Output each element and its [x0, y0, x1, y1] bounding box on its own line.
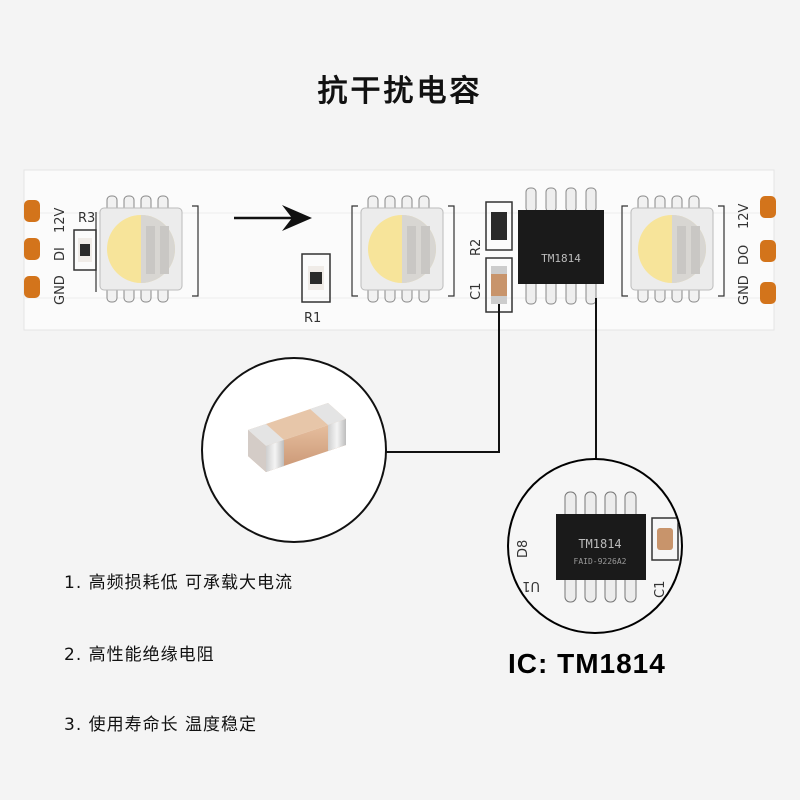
resistor-r2 [485, 201, 513, 251]
zoom-chip-code: FAID-9226A2 [574, 557, 627, 566]
pad-label-12v-left: 12V [53, 207, 68, 233]
solder-pad [760, 240, 776, 262]
feature-item: 2. 高性能绝缘电阻 [64, 645, 215, 665]
rgbw-led [621, 195, 725, 303]
zoom-chip-marking: TM1814 [578, 537, 621, 551]
pad-label-12v-right: 12V [737, 203, 752, 229]
pad-label-gnd-left: GND [53, 275, 68, 305]
led-strip: GND DI 12V GND DO 12V R3 [23, 169, 776, 331]
pad-label-di: DI [53, 247, 68, 261]
leader-lines [384, 298, 597, 462]
pad-label-gnd-right: GND [737, 275, 752, 305]
label-r1: R1 [304, 311, 321, 326]
zoom-label-c1: C1 [653, 581, 668, 598]
capacitor-icon [248, 403, 346, 472]
arrow-right-icon [234, 205, 312, 231]
capacitor-zoom [201, 357, 387, 543]
resistor-r1 [301, 253, 331, 303]
rgbw-led [95, 195, 199, 303]
ic-model-label: IC: TM1814 [508, 648, 666, 679]
solder-pad [24, 200, 40, 222]
pad-label-do: DO [737, 245, 752, 265]
solder-pad [24, 238, 40, 260]
rgbw-led [351, 195, 455, 303]
zoom-label-d8: D8 [516, 540, 531, 558]
label-c1: C1 [469, 283, 484, 300]
feature-item: 3. 使用寿命长 温度稳定 [64, 715, 258, 735]
label-r2: R2 [469, 239, 484, 256]
chip-marking: TM1814 [541, 252, 581, 265]
capacitor-c1 [485, 257, 513, 313]
solder-pad [760, 196, 776, 218]
feature-item: 1. 高频损耗低 可承载大电流 [64, 573, 294, 593]
page-title: 抗干扰电容 [317, 74, 483, 109]
solder-pad [760, 282, 776, 304]
solder-pad [24, 276, 40, 298]
zoom-label-u1: U1 [522, 578, 540, 593]
ic-chip-icon: TM1814 [518, 187, 604, 305]
ic-zoom: TM1814 FAID-9226A2 D8 U1 C1 [507, 458, 683, 634]
label-r3: R3 [78, 211, 95, 226]
